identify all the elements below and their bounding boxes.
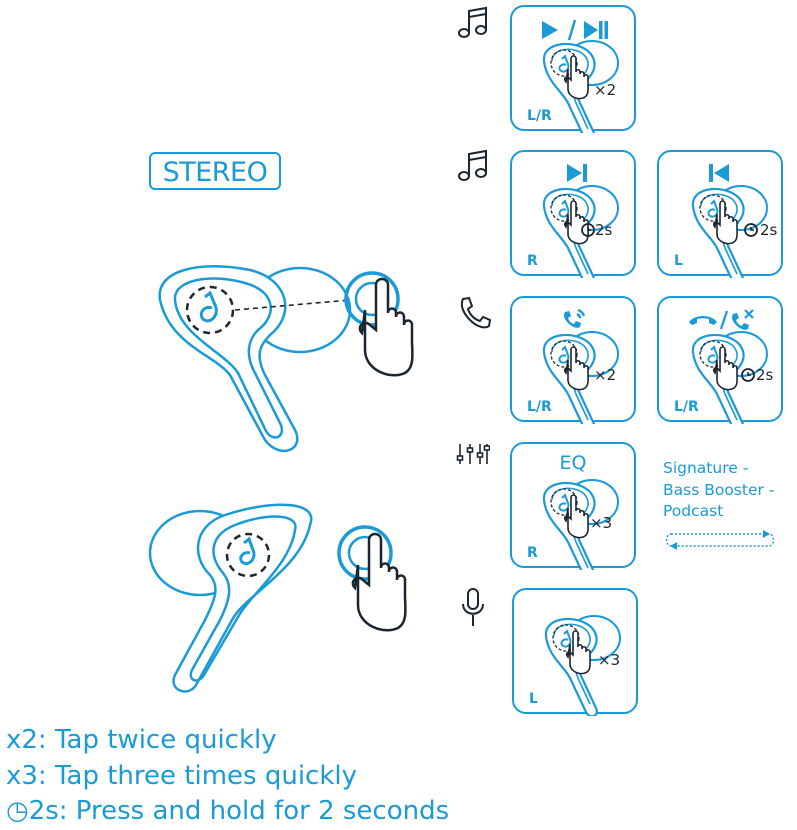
control-panel-previous-track: 2s L	[657, 150, 783, 278]
side-label: L/R	[527, 399, 552, 415]
tap-count-label: ×2	[594, 81, 617, 99]
tap-count-label: ×3	[590, 514, 613, 532]
control-panel-eq: EQ ×3 R	[510, 442, 636, 570]
hold-duration-label: 2s	[595, 221, 613, 239]
earbud-right-illustration	[158, 265, 414, 452]
control-panel-next-track: 2s R	[510, 150, 636, 278]
side-label: L	[529, 691, 538, 707]
microphone-icon	[462, 588, 484, 626]
eq-preset-item: Podcast	[663, 502, 724, 520]
legend-item-double-tap: x2: Tap twice quickly	[6, 725, 277, 755]
tap-count-label: ×2	[594, 366, 617, 384]
phone-icon	[460, 296, 492, 329]
tap-count-label: ×3	[598, 651, 621, 669]
next-track-illustration	[542, 164, 619, 278]
gesture-legend: x2: Tap twice quickly x3: Tap three time…	[6, 723, 449, 830]
eq-preset-item: Bass Booster -	[663, 480, 775, 499]
legend-item-hold-label: 2s: Press and hold for 2 seconds	[28, 796, 450, 826]
eq-title: EQ	[559, 452, 587, 474]
hang-up-illustration	[689, 309, 768, 424]
mode-label: STEREO	[149, 152, 281, 190]
legend-item-hold: ◷2s: Press and hold for 2 seconds	[6, 794, 449, 830]
previous-track-illustration	[691, 164, 768, 278]
legend-item-triple-tap: x3: Tap three times quickly	[6, 760, 357, 791]
clock-icon: ◷	[6, 796, 29, 826]
equalizer-icon	[456, 444, 490, 464]
side-label: L/R	[527, 108, 552, 124]
eq-preset-list: Signature - Bass Booster - Podcast	[663, 458, 774, 523]
earbud-left-illustration	[148, 503, 407, 693]
play-pause-illustration	[542, 19, 619, 133]
side-label: R	[527, 253, 538, 269]
eq-preset-item: Signature -	[663, 459, 749, 477]
answer-call-illustration	[542, 308, 619, 424]
side-label: R	[527, 545, 538, 561]
control-panel-play-pause: ×2 L/R	[510, 5, 636, 133]
control-panel-voice-assistant: ×3 L	[512, 588, 638, 716]
side-label: L/R	[674, 399, 699, 415]
side-label: L	[674, 253, 683, 269]
cycle-arrow-icon	[665, 530, 775, 550]
control-panel-hang-up: 2s L/R	[657, 296, 783, 424]
control-panel-answer-call: ×2 L/R	[510, 296, 636, 424]
voice-assistant-illustration	[544, 615, 621, 716]
hold-duration-label: 2s	[760, 221, 778, 239]
music-note-icon	[458, 6, 487, 38]
eq-illustration	[542, 479, 619, 570]
hold-duration-label: 2s	[756, 366, 774, 384]
music-note-icon	[458, 149, 487, 181]
